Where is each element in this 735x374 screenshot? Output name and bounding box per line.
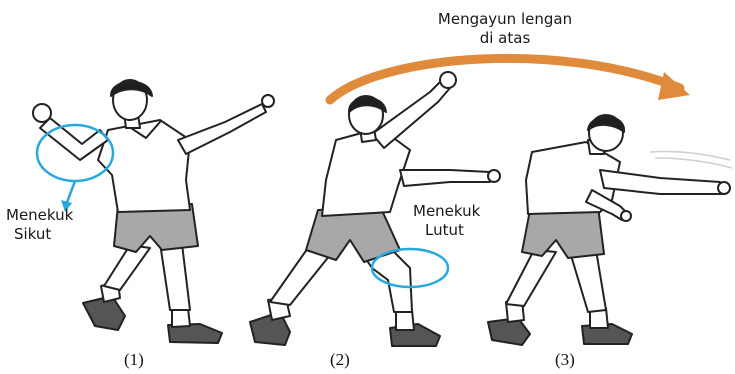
- step-label-2: (2): [330, 350, 350, 369]
- knee-label: Menekuk Lutut: [413, 202, 480, 240]
- swing-title-line1: Mengayun lengan: [437, 10, 573, 28]
- knee-label-line2: Lutut: [425, 221, 464, 239]
- figure-step-2: [249, 71, 501, 347]
- figure-step-1: [32, 79, 275, 344]
- elbow-label: Menekuk Sikut: [6, 206, 73, 244]
- figure-step-3: [487, 114, 731, 346]
- knee-label-line1: Menekuk: [413, 202, 481, 220]
- swing-title-line2: di atas: [479, 29, 531, 47]
- swing-title: Mengayun lengan di atas: [420, 10, 590, 48]
- elbow-label-line1: Menekuk: [6, 206, 74, 224]
- motion-lines: [649, 150, 733, 169]
- elbow-label-line2: Sikut: [14, 225, 52, 243]
- swing-arrow-icon: [325, 53, 690, 105]
- step-label-3: (3): [555, 350, 575, 369]
- knee-highlight-icon: [370, 247, 450, 289]
- elbow-highlight-icon: [35, 123, 115, 212]
- step-label-1: (1): [124, 350, 144, 369]
